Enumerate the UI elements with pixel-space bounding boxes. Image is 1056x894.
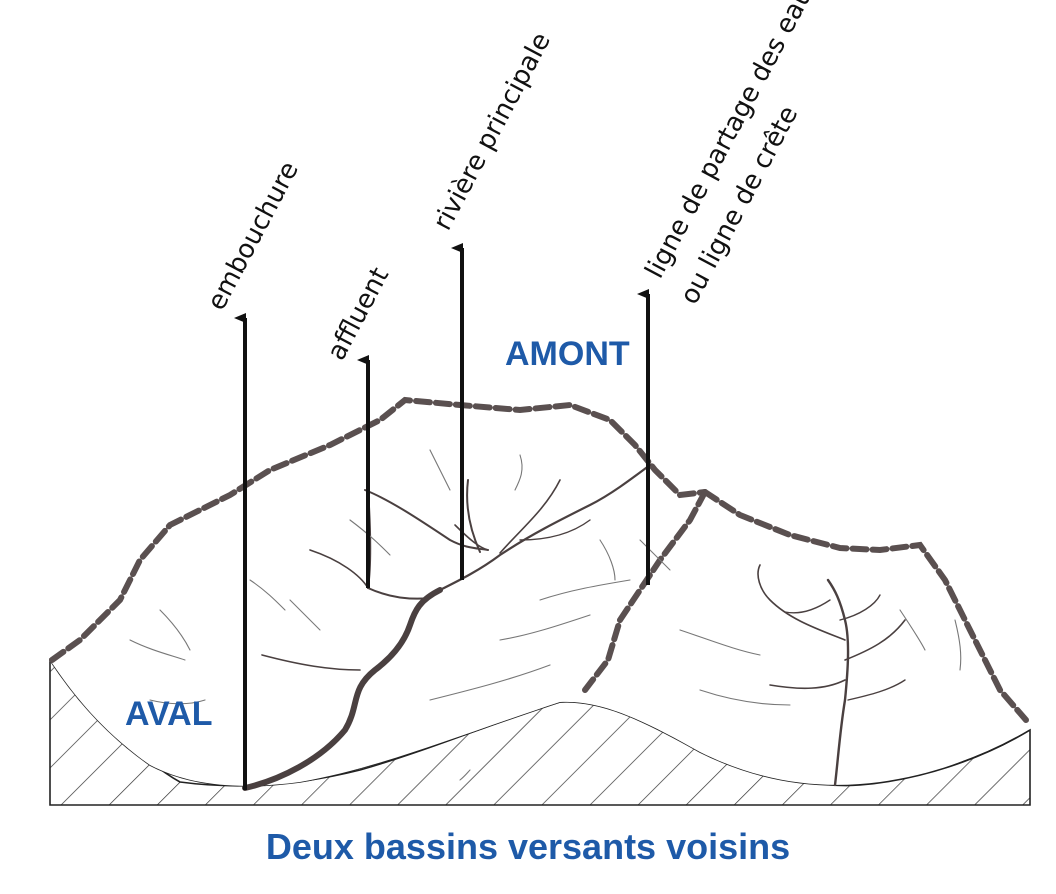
label-embouchure: embouchure xyxy=(202,157,305,316)
zone-label-amont: AMONT xyxy=(505,335,630,373)
terrain-surface xyxy=(50,400,1028,786)
river-network xyxy=(242,463,906,791)
main-river-source xyxy=(466,479,481,553)
watershed-ridge-lines xyxy=(49,396,1029,723)
zone-label-aval: AVAL xyxy=(125,695,213,733)
tributary-river xyxy=(367,587,431,600)
label-arrows xyxy=(234,243,650,790)
ridge-line-left-basin xyxy=(49,396,708,663)
ridge-line-right-basin xyxy=(702,489,1029,723)
label-affluent: affluent xyxy=(322,263,396,366)
main-river-lower xyxy=(242,587,443,791)
diagram-title: Deux bassins versants voisins xyxy=(265,826,791,867)
slope-hatching xyxy=(129,449,962,781)
label-riviere-principale: rivière principale xyxy=(428,28,557,235)
right-basin-river xyxy=(826,578,850,787)
main-river-upper xyxy=(438,463,652,592)
ridge-line-divide xyxy=(582,489,708,693)
